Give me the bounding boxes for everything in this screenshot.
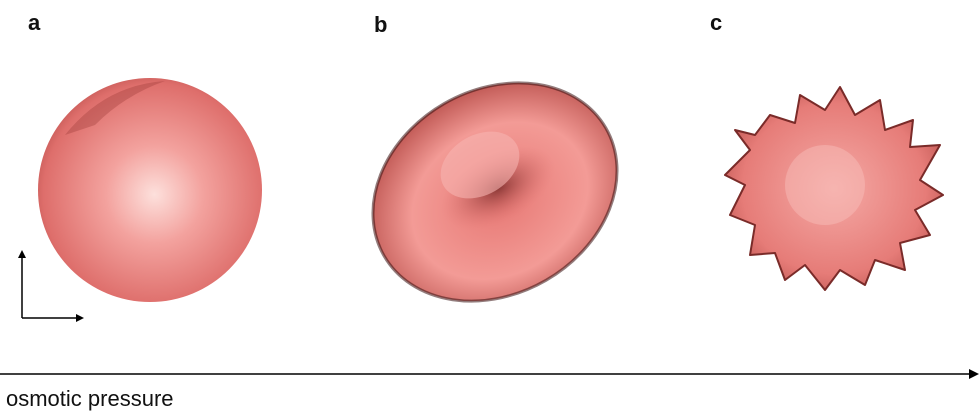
panel-label-c: c <box>710 10 723 35</box>
echinocyte-cell <box>724 86 944 291</box>
osmotic-pressure-arrow <box>0 369 979 379</box>
orientation-axes <box>18 250 84 322</box>
axis-label: osmotic pressure <box>6 386 174 411</box>
discocyte-cell <box>371 81 619 303</box>
panel-label-b: b <box>374 12 388 37</box>
spherocyte-cell <box>38 78 262 302</box>
panel-label-a: a <box>28 10 41 35</box>
